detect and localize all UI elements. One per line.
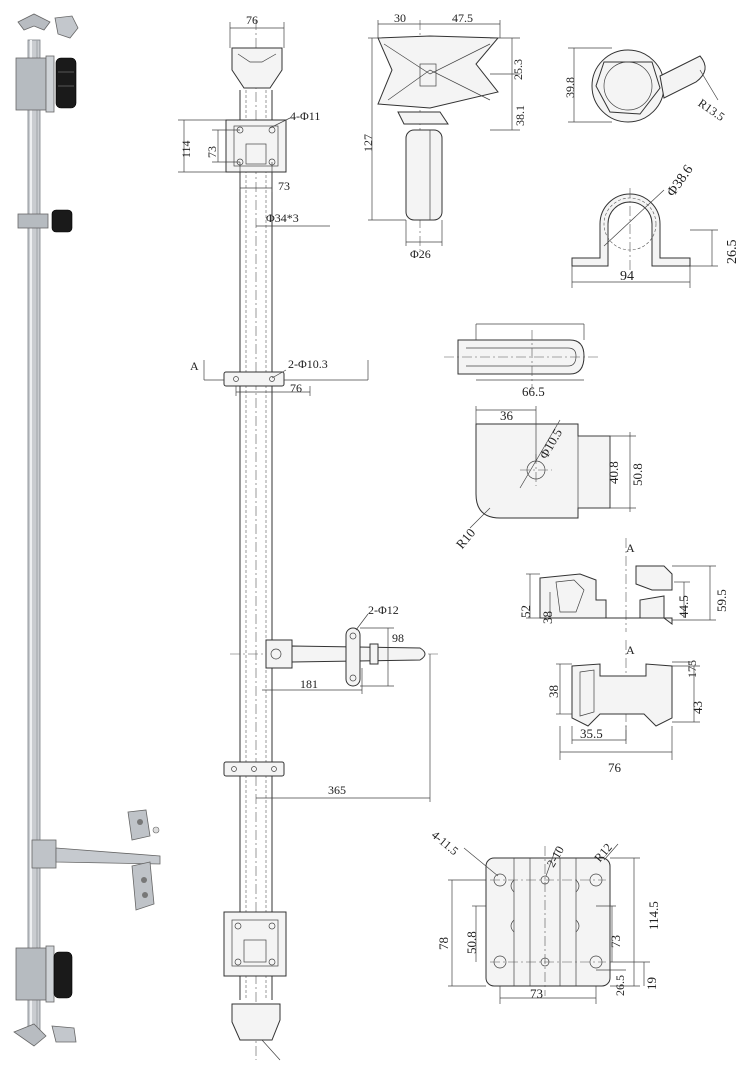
dim-catch-b-35: 35.5 <box>580 726 603 741</box>
main-rod-drawing: 76 4-Φ11 114 73 73 Φ34*3 <box>178 13 440 1061</box>
omega-bracket: Φ38.6 26.5 94 <box>571 163 740 288</box>
dim-bracket-dia: Φ38.6 <box>664 163 696 200</box>
dim-keeper-h1: 40.8 <box>606 461 621 484</box>
dim-hinge-spacing-h: 73 <box>278 179 290 193</box>
dim-plate-508: 50.8 <box>464 931 479 954</box>
dim-keeper-radius: R10 <box>453 525 478 551</box>
dim-plate-73v: 73 <box>608 935 623 948</box>
dim-guide-holes: 2-Φ10.3 <box>288 357 328 371</box>
dim-collar-radius: R13.5 <box>695 96 727 124</box>
dim-handle-offset: 181 <box>300 677 318 691</box>
section-mark-a: A <box>190 359 199 373</box>
keeper-plate: Φ10.5 36 40.8 50.8 R10 <box>453 406 645 552</box>
dim-catch-h2: 38 <box>540 611 555 624</box>
dim-cam-total: 127 <box>361 134 375 152</box>
catch-b-mark: A <box>626 643 635 657</box>
keeper-side: 66.5 <box>444 323 600 399</box>
dim-tube: Φ34*3 <box>266 211 299 225</box>
dim-collar-height: 39.8 <box>563 77 577 98</box>
catch-mark-a: A <box>626 541 635 555</box>
dim-catch-h1: 52 <box>518 605 533 618</box>
dim-plate-73h: 73 <box>530 986 543 1001</box>
dim-cam-w1: 30 <box>394 11 406 25</box>
dim-hinge-spacing-v: 73 <box>205 146 219 158</box>
dim-catch-h4: 59.5 <box>714 589 729 612</box>
catch-upper: A 52 38 44.5 59.5 <box>518 538 729 632</box>
dim-catch-b-175: 175 <box>685 660 699 678</box>
dim-plate-265: 26.5 <box>613 975 627 996</box>
dim-plate-19: 19 <box>644 977 659 990</box>
dim-handle-length: 365 <box>328 783 346 797</box>
dim-catch-b-43: 43 <box>690 701 705 714</box>
dim-cam-w2: 47.5 <box>452 11 473 25</box>
dim-handle-holes: 2-Φ12 <box>368 603 399 617</box>
dim-plate-78: 78 <box>436 937 451 950</box>
dim-plate-height: 114.5 <box>646 901 661 930</box>
dim-keeper-offset: 36 <box>500 408 514 423</box>
dim-hinge-height: 114 <box>179 140 193 158</box>
dim-catch-h3: 44.5 <box>676 595 691 618</box>
dim-handle-height: 98 <box>392 631 404 645</box>
catch-lower: A 38 175 43 35.5 76 <box>546 640 705 775</box>
dim-cam-h1: 25.3 <box>511 59 525 80</box>
dim-bracket-width: 94 <box>620 269 634 284</box>
dim-plate-holes-a: 4-11.5 <box>429 828 461 858</box>
assembly-photo <box>13 13 161 1047</box>
dim-guide-width: 76 <box>290 381 302 395</box>
collar-detail: 39.8 R13.5 <box>563 47 727 124</box>
dim-keeper-width: 66.5 <box>522 384 545 399</box>
dim-catch-b-h1: 38 <box>546 685 561 698</box>
dim-keeper-h2: 50.8 <box>630 463 645 486</box>
dim-catch-b-76: 76 <box>608 760 622 775</box>
dim-top-width: 76 <box>246 13 258 27</box>
dim-hinge-holes: 4-Φ11 <box>290 109 320 123</box>
dim-cam-h2: 38.1 <box>513 105 527 126</box>
cam-detail: 30 47.5 25.3 38.1 127 Φ26 <box>361 11 527 261</box>
dim-cam-shaft: Φ26 <box>410 247 431 261</box>
dim-bracket-height: 26.5 <box>725 240 740 265</box>
hinge-plate: 4-11.5 2-10 R12 114.5 78 50.8 73 19 26.5… <box>429 828 661 1004</box>
